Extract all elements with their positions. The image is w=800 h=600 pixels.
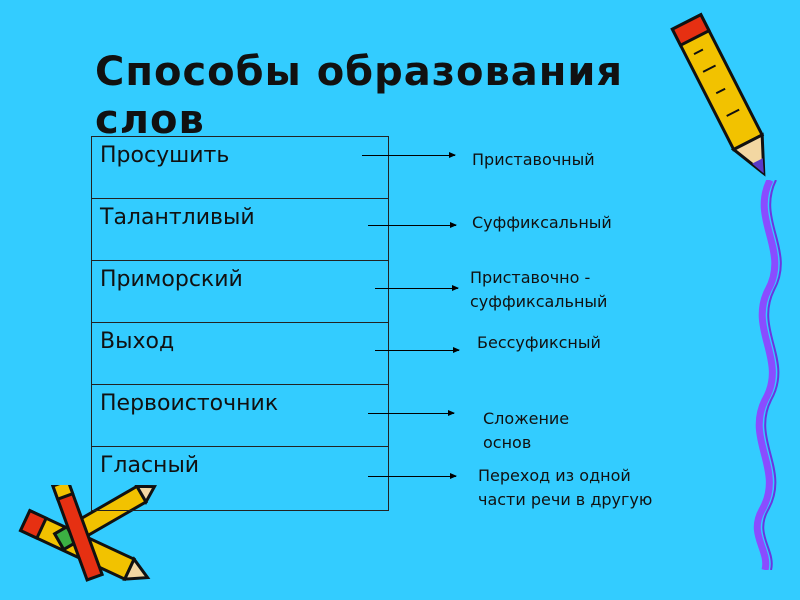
arrow-connector [375,347,460,353]
word-cell: Приморский [92,261,388,323]
arrow-connector [368,222,457,228]
word-cell: Гласный [100,453,200,478]
pencil-icon [670,12,766,177]
method-label: Бессуфиксный [477,333,601,352]
method-label: Приставочный [472,150,595,169]
method-label: Суффиксальный [472,213,612,232]
method-label: Переход из одной части речи в другую [478,466,653,509]
crayon-group-icon [18,485,157,582]
page-title: Способы образования слов [95,49,624,143]
word-table: Просушить Талантливый Приморский Выход П… [91,136,389,511]
arrow-connector [362,152,456,158]
method-label: Сложение основ [483,409,570,452]
arrow-connector [368,410,455,416]
arrow-connector [368,473,457,479]
ribbon-decoration [753,180,782,570]
word-cell: Первоисточник [92,385,388,447]
method-label: Приставочно - суффиксальный [470,268,608,311]
word-cell: Талантливый [92,199,388,261]
word-cell: Просушить [92,137,388,199]
word-cell: Выход [92,323,388,385]
arrow-connector [375,285,459,291]
